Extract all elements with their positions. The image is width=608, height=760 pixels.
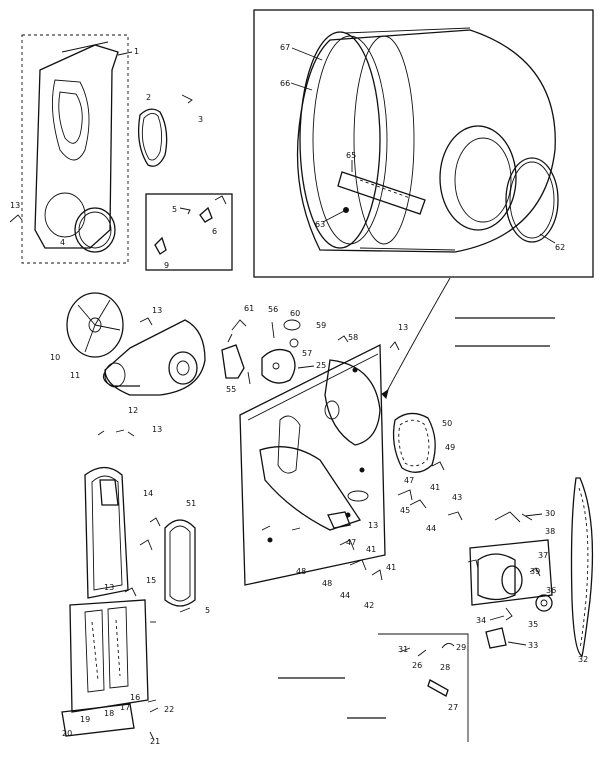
part-label-4: 4 [60, 238, 65, 247]
part-label-60: 60 [290, 309, 300, 318]
part-label-38: 38 [545, 527, 555, 536]
part-label-5-a: 5 [172, 205, 177, 214]
part-label-15-a: 15 [146, 576, 156, 585]
part-label-33: 33 [528, 641, 538, 650]
part-label-48-b: 48 [322, 579, 332, 588]
part-label-25: 25 [316, 361, 326, 370]
part-label-66: 66 [280, 79, 290, 88]
drive-belt: 32 [570, 477, 594, 664]
part-label-59: 59 [316, 321, 326, 330]
part-label-51: 51 [186, 499, 196, 508]
part-label-50: 50 [442, 419, 452, 428]
drum-assembly-inset: 67 66 65 63 62 [253, 9, 594, 278]
part-label-36: 36 [546, 586, 556, 595]
part-label-13-d: 13 [398, 323, 408, 332]
switch-inset: 31 26 29 28 27 [378, 633, 469, 742]
part-label-14: 14 [143, 489, 153, 498]
front-bulkhead-inset: 1 13 4 [9, 34, 139, 264]
part-label-29: 29 [456, 643, 466, 652]
part-label-41-b: 41 [366, 545, 376, 554]
part-label-22: 22 [164, 705, 174, 714]
part-label-1: 1 [134, 47, 139, 56]
part-label-62: 62 [555, 243, 565, 252]
part-label-20: 20 [62, 729, 72, 738]
part-label-43: 43 [452, 493, 462, 502]
part-label-58: 58 [348, 333, 358, 342]
part-label-21: 21 [150, 737, 160, 746]
part-label-67: 67 [280, 43, 290, 52]
part-label-42: 42 [364, 601, 374, 610]
part-label-44-a: 44 [426, 524, 436, 533]
part-label-65: 65 [346, 151, 356, 160]
hinge-group: 5 6 9 [145, 193, 233, 271]
part-label-37: 37 [538, 551, 548, 560]
part-label-13-b: 13 [152, 306, 162, 315]
part-label-63: 63 [315, 220, 325, 229]
part-label-2: 2 [146, 93, 151, 102]
part-label-18: 18 [104, 709, 114, 718]
part-label-55: 55 [226, 385, 236, 394]
part-label-17: 17 [120, 703, 130, 712]
part-label-47-b: 47 [346, 538, 356, 547]
part-label-41-c: 41 [386, 563, 396, 572]
part-label-34: 34 [476, 616, 486, 625]
inset-leader-line [384, 277, 451, 396]
thermostat-group: 61 55 56 60 59 57 25 58 13 [221, 304, 408, 394]
part-label-57: 57 [302, 349, 312, 358]
part-label-19: 19 [80, 715, 90, 724]
part-label-31: 31 [398, 645, 408, 654]
part-label-30: 30 [545, 509, 555, 518]
part-label-12: 12 [128, 406, 138, 415]
part-label-5-b: 5 [205, 606, 210, 615]
idler-hardware-group: 47 41 43 45 44 47 41 48 48 41 44 42 [296, 476, 463, 610]
door-seal-group: 2 3 [137, 93, 203, 167]
part-label-56: 56 [268, 305, 278, 314]
blower-assembly: 10 13 11 12 13 [50, 292, 206, 437]
part-label-45: 45 [400, 506, 410, 515]
part-label-13-c: 13 [152, 425, 162, 434]
part-label-32: 32 [578, 655, 588, 664]
rear-bulkhead: 13 [239, 343, 386, 586]
part-label-9: 9 [164, 261, 169, 270]
part-label-47-a: 47 [404, 476, 414, 485]
part-label-35: 35 [528, 620, 538, 629]
duct-cover-group: 50 49 [392, 412, 455, 473]
motor-group: 30 38 37 39 36 35 34 33 [467, 509, 556, 650]
part-label-16: 16 [130, 693, 140, 702]
part-label-13-a: 13 [10, 201, 20, 210]
part-label-13-e: 13 [368, 521, 378, 530]
heater-duct-group: 14 15 13 51 5 22 19 18 17 16 20 21 [61, 466, 210, 746]
part-label-13-f: 13 [104, 583, 114, 592]
part-label-11: 11 [70, 371, 80, 380]
part-label-61: 61 [244, 304, 254, 313]
part-label-39: 39 [530, 567, 540, 576]
part-label-6: 6 [212, 227, 217, 236]
part-label-28: 28 [440, 663, 450, 672]
part-label-3: 3 [198, 115, 203, 124]
part-label-41-a: 41 [430, 483, 440, 492]
part-label-49: 49 [445, 443, 455, 452]
part-label-27: 27 [448, 703, 458, 712]
part-label-48-a: 48 [296, 567, 306, 576]
part-label-10: 10 [50, 353, 60, 362]
part-label-26: 26 [412, 661, 422, 670]
part-label-44-b: 44 [340, 591, 350, 600]
